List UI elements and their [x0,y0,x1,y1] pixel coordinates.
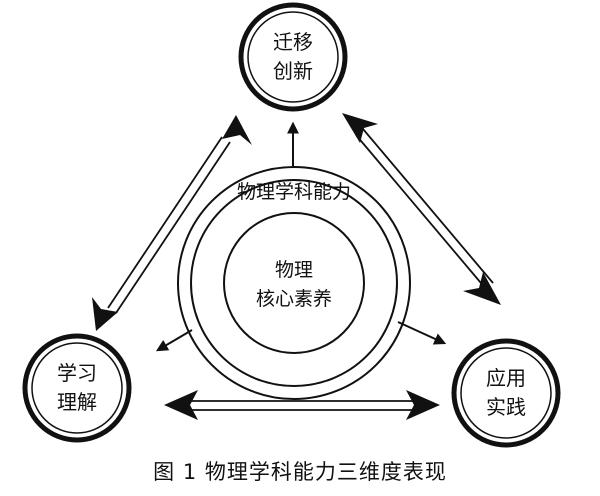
arrow-center-to-right [397,321,447,345]
center-inner-line2: 核心素养 [256,288,332,310]
center-inner-line1: 物理 [275,259,313,281]
node-transfer-innovation: 迁移 创新 [238,2,348,112]
center-core: 物理学科能力 物理 核心素养 [177,166,411,400]
node-left-line1: 学习 [57,361,97,385]
arrowhead-left-end [92,297,118,331]
arrowhead-horizontal-right [406,390,440,420]
double-arrow-left-right [164,390,440,420]
center-outer-label: 物理学科能力 [237,181,351,203]
node-right-line2: 实践 [486,395,526,419]
diagram-canvas: 迁移 创新 学习 理解 应用 实践 物理学科能力 物理 核心素养 [22,2,561,448]
arrowhead-horizontal-left [164,390,198,420]
arrowhead-right-end [463,272,501,305]
node-left-line2: 理解 [57,390,97,414]
double-arrow-left-top [92,115,252,331]
double-arrow-top-right [342,113,501,305]
arrow-center-to-left [155,329,193,352]
node-learn-understand: 学习 理解 [22,333,132,443]
node-top-line1: 迁移 [273,30,313,54]
center-radial-arrows [155,121,447,352]
arrowhead-top-end [222,115,252,145]
node-right-line1: 应用 [486,366,526,390]
figure-caption: 图 1 物理学科能力三维度表现 [153,460,447,484]
node-apply-practice: 应用 实践 [451,338,561,448]
arrowhead-top-right-start [342,113,378,143]
node-top-line2: 创新 [273,59,313,83]
